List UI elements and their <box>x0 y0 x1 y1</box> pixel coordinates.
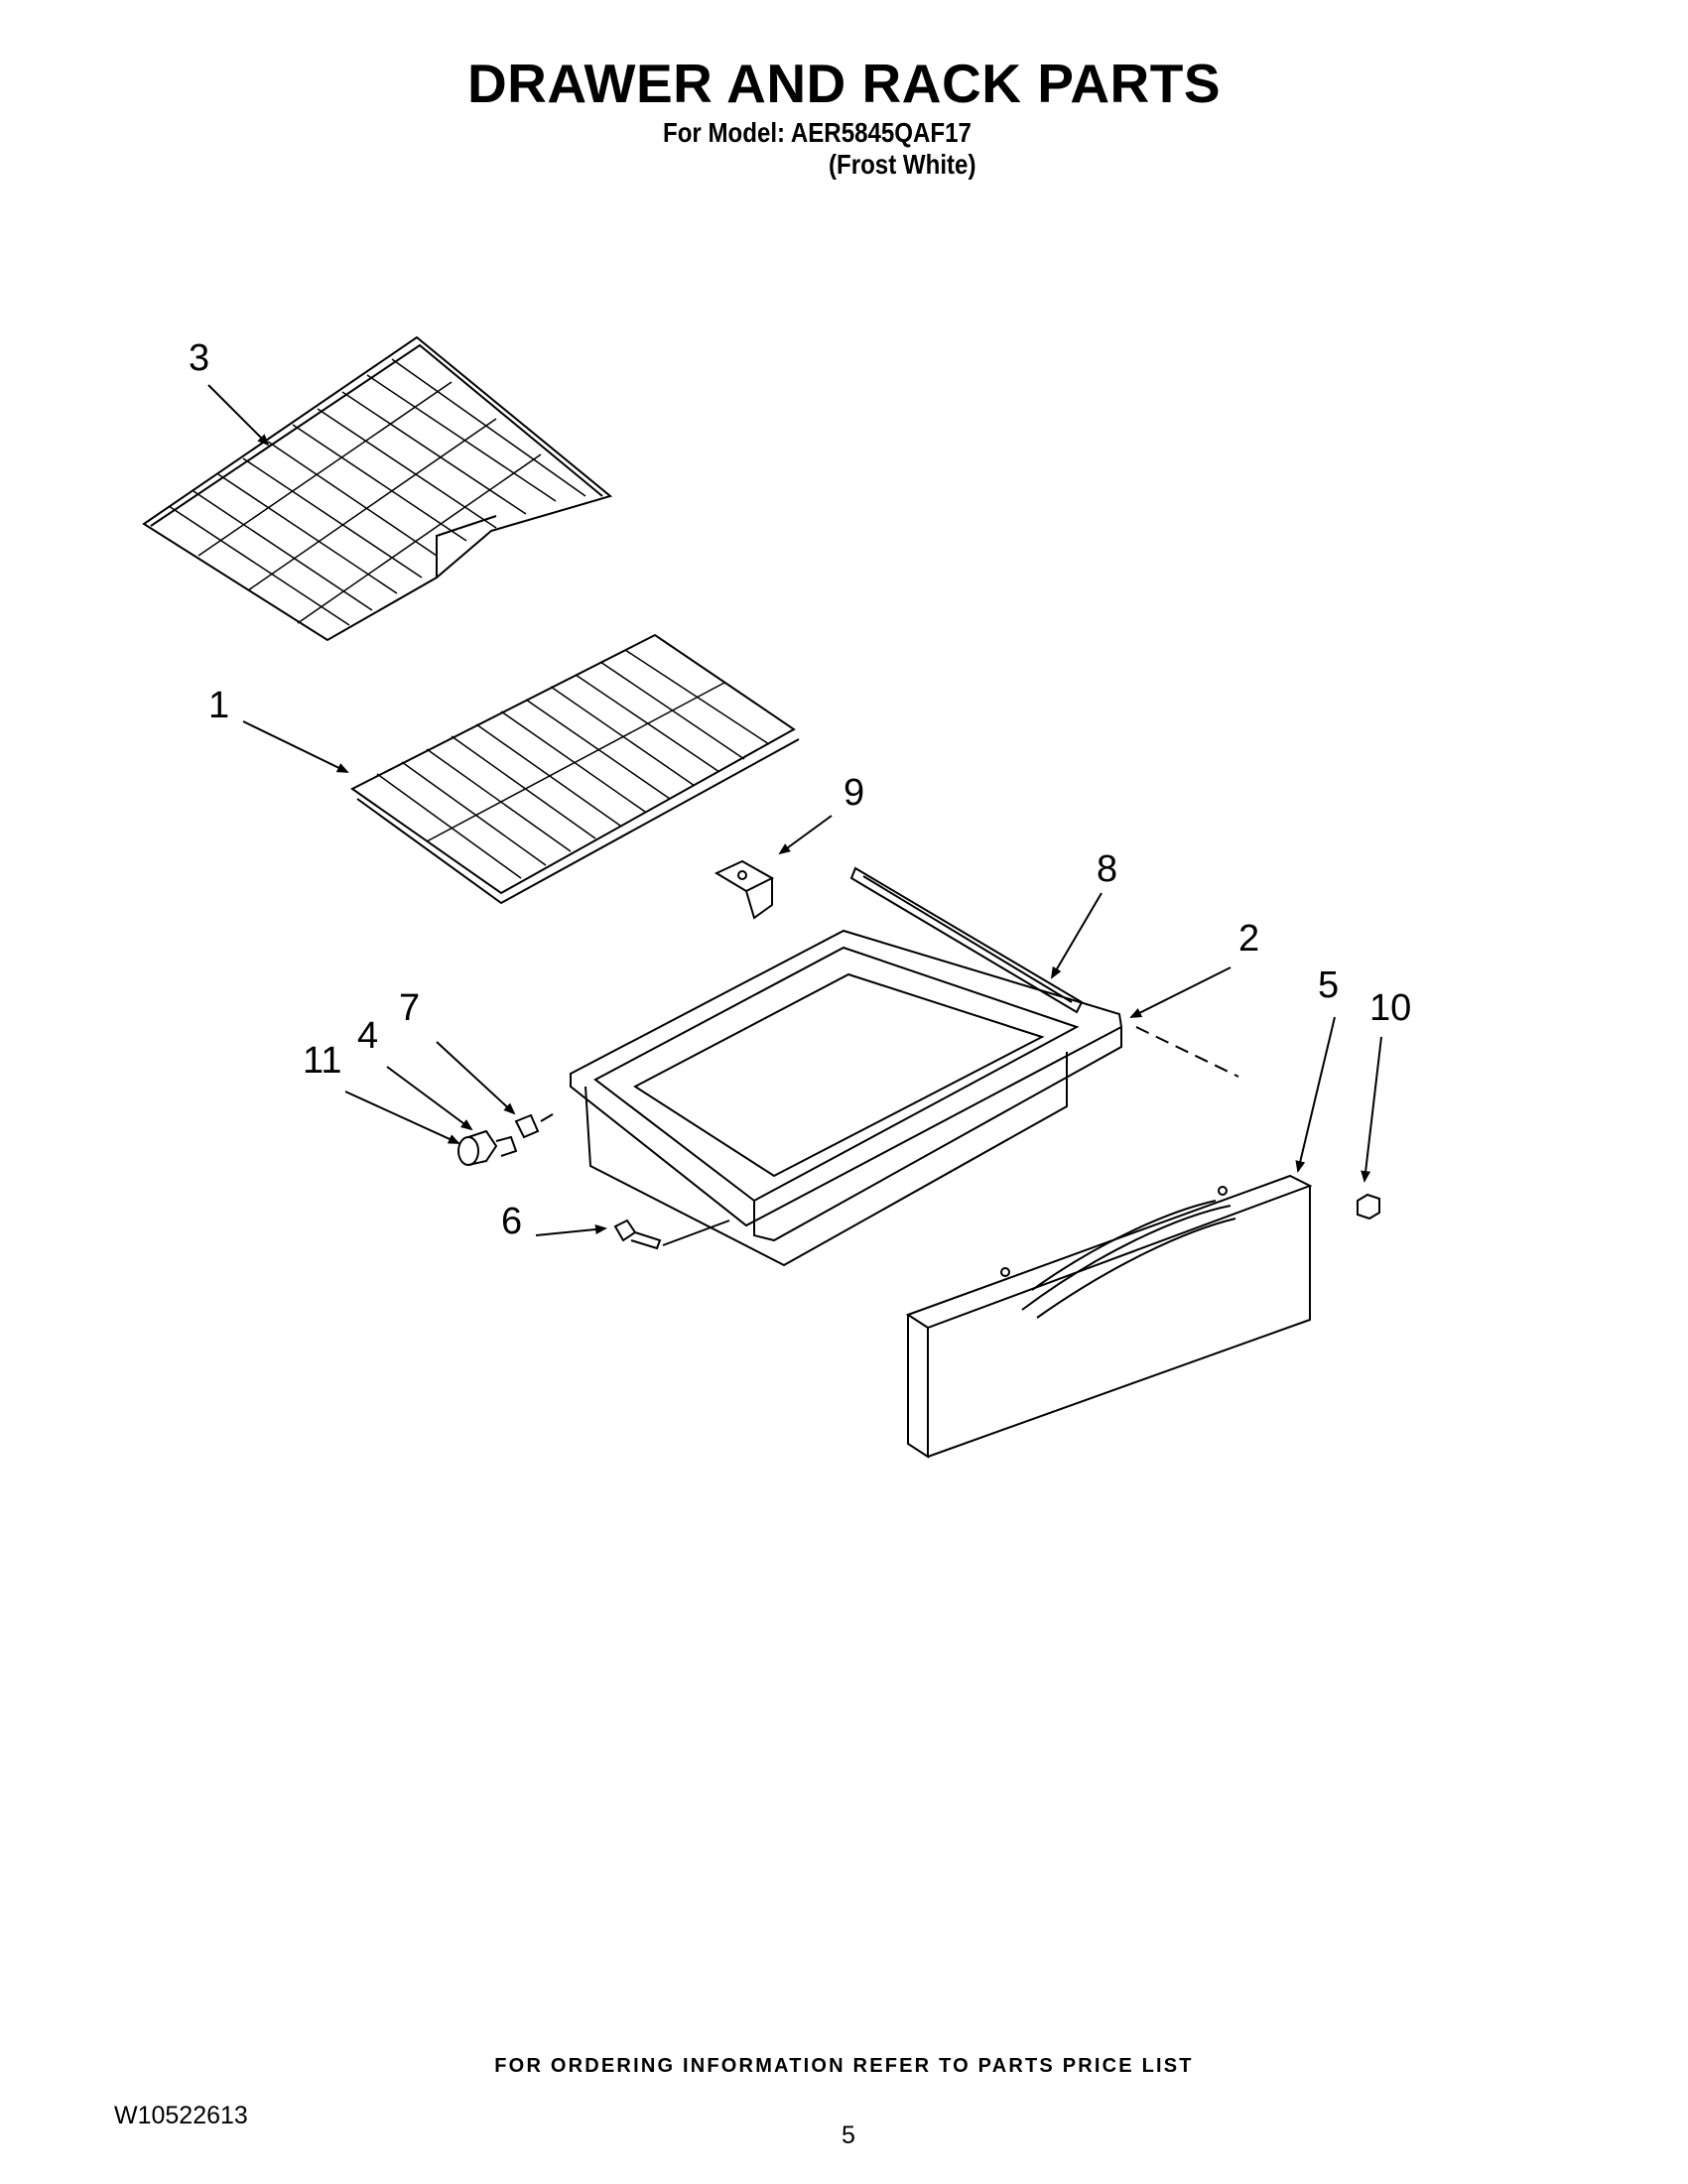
callout-6: 6 <box>501 1201 523 1242</box>
slide-rail-part-8 <box>849 866 1084 1014</box>
callout-3: 3 <box>189 337 210 379</box>
callout-1: 1 <box>208 685 230 726</box>
bracket-part-9 <box>714 859 775 920</box>
page-number: 5 <box>842 2121 855 2149</box>
drawer-front-part-5 <box>905 1174 1313 1459</box>
knob-assembly-parts-4-7-11 <box>457 1113 540 1166</box>
drawer-body-part-2 <box>570 929 1123 1267</box>
model-line: For Model: AER5845QAF17 <box>663 117 972 148</box>
nut-part-10 <box>1357 1193 1380 1220</box>
screw-leader <box>662 1220 730 1246</box>
color-line: (Frost White) <box>829 149 976 180</box>
oven-rack-part-1 <box>350 633 800 905</box>
callout-5: 5 <box>1318 964 1340 1006</box>
upper-rack-part-3 <box>142 335 613 642</box>
callout-10: 10 <box>1369 987 1412 1029</box>
leader-lines <box>207 384 1382 1236</box>
alignment-lines <box>540 1026 1239 1122</box>
document-number: W10522613 <box>114 2102 248 2129</box>
callout-4: 4 <box>357 1015 379 1057</box>
screw-part-6 <box>613 1219 662 1250</box>
callout-2: 2 <box>1238 918 1260 960</box>
page-title: DRAWER AND RACK PARTS <box>466 53 1222 114</box>
callout-8: 8 <box>1097 848 1118 890</box>
callout-11: 11 <box>303 1040 342 1082</box>
callout-9: 9 <box>844 772 865 814</box>
ordering-note: FOR ORDERING INFORMATION REFER TO PARTS … <box>494 2055 1194 2077</box>
callout-7: 7 <box>399 987 421 1029</box>
